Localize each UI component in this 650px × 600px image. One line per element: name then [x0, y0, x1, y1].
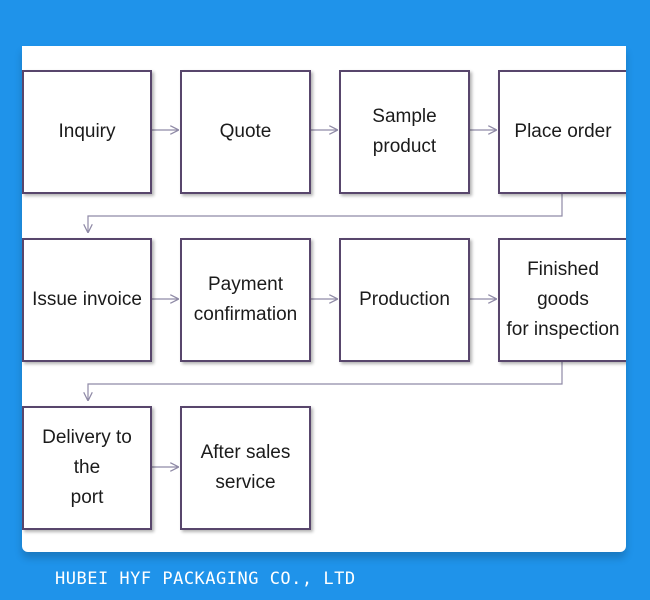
step-delivery-to-port: Delivery to the port [22, 406, 152, 530]
step-label: Issue invoice [32, 289, 142, 310]
step-issue-invoice: Issue invoice [22, 238, 152, 362]
step-label: Sample product [372, 106, 437, 157]
step-label: Inquiry [58, 121, 116, 142]
arrow-finished-goods-to-delivery [88, 362, 563, 400]
step-sample-product: Sample product [339, 70, 470, 194]
step-quote: Quote [180, 70, 311, 194]
step-place-order: Place order [498, 70, 626, 194]
company-name: HUBEI HYF PACKAGING CO., LTD [55, 569, 356, 589]
step-inquiry: Inquiry [22, 70, 152, 194]
step-label: After sales service [200, 442, 291, 493]
step-label: Place order [514, 121, 612, 142]
step-production: Production [339, 238, 470, 362]
step-label: Payment confirmation [193, 274, 298, 325]
step-finished-goods: Finished goods for inspection [498, 238, 626, 362]
step-payment-confirmation: Payment confirmation [180, 238, 311, 362]
step-label: Production [359, 289, 450, 310]
step-label: Quote [219, 121, 272, 142]
step-after-sales-service: After sales service [180, 406, 311, 530]
step-label: Delivery to the port [42, 427, 132, 508]
step-label: Finished goods for inspection [506, 259, 620, 340]
flowchart-panel: Inquiry Quote Sample product Place order… [22, 46, 626, 552]
connectors-layer [22, 46, 563, 552]
arrow-place-order-to-issue-invoice [88, 194, 563, 232]
